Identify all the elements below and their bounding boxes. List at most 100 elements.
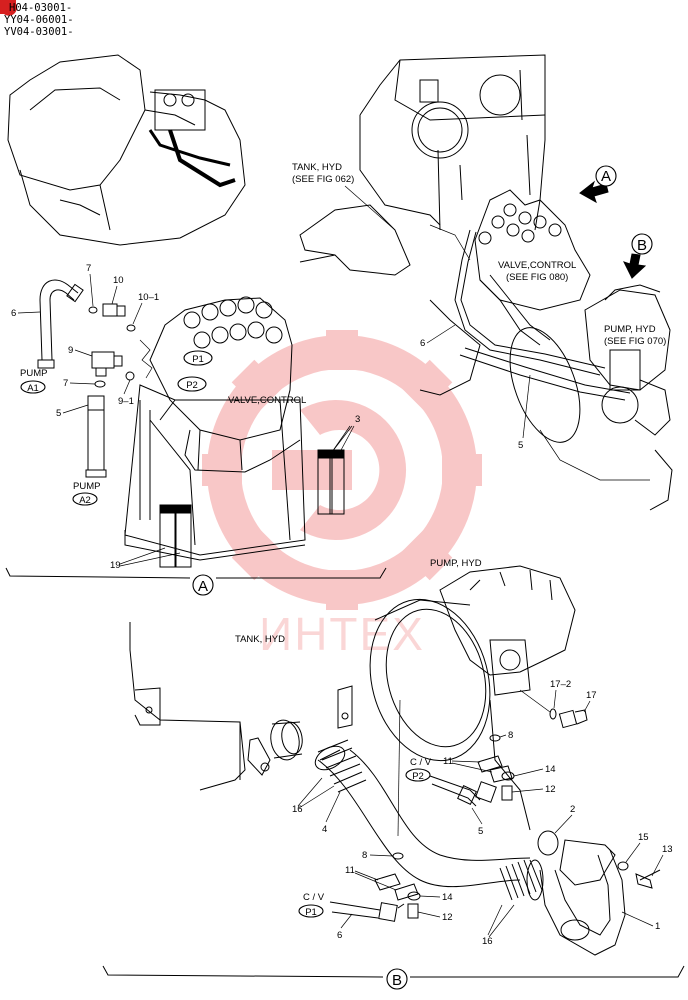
view-b-marker	[631, 233, 653, 255]
callout-14-lower: 14	[442, 892, 453, 903]
pump-a2-badge	[72, 492, 98, 506]
pump-a1-label: PUMP	[20, 368, 47, 379]
view-a-assembly: P1 P2 6 7 10 10–1 9 7 9–1 5 3	[5, 263, 387, 596]
callout-14-upper: 14	[545, 764, 556, 775]
elbow-pipe-1	[539, 839, 626, 956]
overview-tank-body	[359, 54, 546, 231]
overview-tank-label-1: TANK, HYD	[292, 162, 342, 173]
callout-3: 3	[355, 414, 360, 425]
serial-line-3: YV04-03001-	[4, 26, 74, 38]
pump-a2-label: PUMP	[73, 481, 100, 492]
callout-2: 2	[570, 804, 575, 815]
callout-1: 1	[655, 921, 660, 932]
view-b-tank	[129, 622, 353, 791]
clamps-3	[317, 449, 345, 515]
machine-thumbnail	[7, 54, 246, 246]
callout-12-upper: 12	[545, 784, 556, 795]
callout-8-upper: 8	[508, 730, 513, 741]
callout-16-lower: 16	[482, 936, 493, 947]
view-b-pump-label: PUMP, HYD	[430, 558, 482, 569]
hose-band-16-bottom	[499, 859, 544, 901]
clamp-set-upper	[475, 734, 515, 803]
view-b-section-marker	[386, 968, 408, 990]
hose-5-cv	[429, 775, 481, 807]
callout-9: 9	[68, 345, 73, 356]
fitting-17	[549, 708, 588, 729]
view-b-section-label: B	[392, 972, 402, 989]
callout-11-upper: 11	[443, 756, 453, 767]
callout-4: 4	[322, 824, 327, 835]
view-b-arrow-icon	[623, 253, 647, 279]
pump-a1-badge	[20, 380, 46, 394]
view-b-tank-label: TANK, HYD	[235, 634, 285, 645]
cv-p1-badge	[298, 904, 324, 918]
callout-9-1: 9–1	[118, 396, 134, 407]
clamp-set-lower	[374, 852, 421, 919]
overview-callout-6: 6	[420, 338, 425, 349]
serial-line-2: YY04-06001-	[4, 14, 74, 26]
o-ring-2	[537, 830, 559, 856]
overview-tank-label-2: (SEE FIG 062)	[292, 174, 354, 185]
overview-callout-5: 5	[518, 440, 523, 451]
callout-10: 10	[113, 275, 124, 286]
port-p2-label: P2	[186, 380, 198, 391]
callout-16-upper: 16	[292, 804, 303, 815]
cv-p2-badge-text: P2	[412, 771, 424, 782]
view-a-marker	[595, 165, 617, 187]
callout-5-b: 5	[478, 826, 483, 837]
pump-a2-badge-text: A2	[79, 495, 91, 506]
callout-5: 5	[56, 408, 61, 419]
callout-10-1: 10–1	[138, 292, 159, 303]
callout-11-lower: 11	[345, 865, 355, 876]
callout-12-lower: 12	[442, 912, 453, 923]
hose-6-cv	[329, 901, 405, 922]
callout-7-mid: 7	[63, 378, 68, 389]
view-a-valve-body	[149, 296, 301, 473]
port-p1-label: P1	[192, 354, 204, 365]
hose-band-16-top	[317, 739, 367, 793]
callout-7-top: 7	[86, 263, 91, 274]
overview-valve-label-1: VALVE,CONTROL	[498, 260, 576, 271]
callout-8-lower: 8	[362, 850, 367, 861]
suction-port	[270, 719, 303, 761]
callout-17-2: 17–2	[550, 679, 571, 690]
view-a-bracket	[5, 567, 387, 579]
view-a-frame	[124, 384, 306, 561]
clamps-19	[159, 504, 192, 568]
view-a-section-marker	[192, 574, 214, 596]
cv-p1-badge-text: P1	[305, 907, 317, 918]
callout-6: 6	[11, 308, 16, 319]
view-a-arrow-icon	[579, 180, 609, 204]
hose-6-a1	[37, 279, 84, 369]
port-p2-badge	[177, 376, 207, 392]
overview-pump	[584, 284, 673, 511]
overview-pump-label-1: PUMP, HYD	[604, 324, 656, 335]
bolt-13-washer-15	[617, 861, 661, 889]
cv-p2-badge	[405, 768, 431, 782]
view-a-valve-label: VALVE,CONTROL	[228, 395, 306, 406]
callout-15: 15	[638, 832, 649, 843]
overview-pump-label-2: (SEE FIG 070)	[604, 336, 666, 347]
callout-17: 17	[586, 690, 597, 701]
pump-a1-badge-text: A1	[27, 383, 39, 394]
overview-assembly: A B TANK, HYD (SEE FIG 062) VALVE,CONTRO…	[292, 54, 673, 511]
callout-13: 13	[662, 844, 673, 855]
corner-badge-icon	[0, 0, 17, 16]
view-a-section-label: A	[198, 578, 208, 595]
overview-boom	[299, 204, 411, 276]
view-b-bracket	[102, 965, 685, 978]
callout-19: 19	[110, 560, 121, 571]
overview-valve-label-2: (SEE FIG 080)	[506, 272, 568, 283]
pump-ring	[369, 598, 491, 762]
fitting-9	[91, 351, 135, 388]
watermark-text: ИНТЕХ	[259, 608, 425, 660]
port-p1-badge	[183, 350, 213, 366]
overview-hoses	[419, 229, 631, 443]
view-b-assembly: PUMP, HYD TANK, HYD 17–2 17 8 11 14 12 2…	[102, 558, 685, 990]
view-b-pump-body	[439, 565, 576, 831]
cv-p1-label: C / V	[303, 892, 325, 903]
watermark-gear-logo	[202, 330, 482, 610]
serial-line-1: H04-03001-	[9, 2, 72, 14]
